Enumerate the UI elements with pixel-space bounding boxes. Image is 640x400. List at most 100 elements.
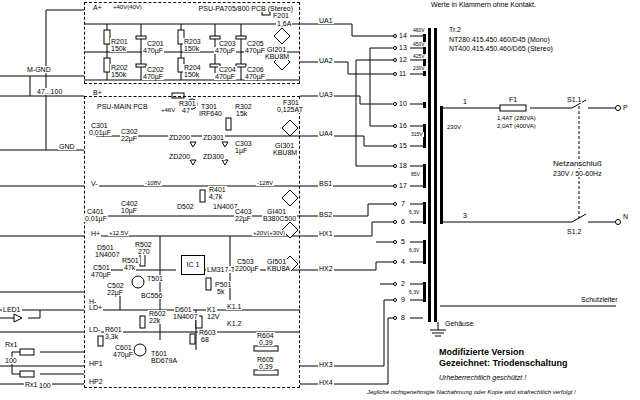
part-label: 100 bbox=[4, 357, 18, 364]
part-label: 470µF bbox=[244, 73, 266, 80]
terminal-dot bbox=[394, 299, 397, 302]
terminal-dot bbox=[394, 125, 397, 128]
part-label: F201 bbox=[272, 12, 290, 19]
part-label: 150k bbox=[183, 45, 200, 52]
part-label: A+ bbox=[92, 4, 103, 11]
component-symbol bbox=[20, 349, 34, 355]
part-label: 315V bbox=[410, 132, 424, 137]
wire bbox=[84, 24, 300, 80]
part-label: 9 bbox=[400, 296, 406, 303]
part-label: 17 bbox=[398, 182, 408, 189]
part-label: 150k bbox=[110, 45, 127, 52]
terminal-dot bbox=[394, 47, 397, 50]
component-symbol bbox=[98, 336, 103, 346]
part-label: Netzanschluß bbox=[552, 160, 603, 168]
part-label: HX3 bbox=[318, 361, 334, 368]
part-label: K1.2 bbox=[226, 320, 242, 327]
part-label: GND bbox=[58, 143, 76, 150]
part-label: ZD200 bbox=[168, 153, 191, 160]
part-label: 230V bbox=[446, 124, 462, 130]
part-label: 2 bbox=[400, 280, 406, 287]
transformer-core bbox=[428, 28, 431, 322]
part-label: IRF640 bbox=[198, 110, 223, 117]
part-label: 0,125AT bbox=[276, 106, 304, 113]
pcb-title: PSU-PA705/800 PCB (Stereo) bbox=[197, 5, 295, 12]
part-label: S1.2 bbox=[566, 228, 582, 235]
part-label: P501 bbox=[214, 281, 232, 288]
part-label: R202 bbox=[110, 64, 129, 71]
part-label: 6,3V bbox=[408, 210, 420, 215]
transformer-core bbox=[440, 106, 443, 224]
part-label: Schutzleiter bbox=[580, 296, 619, 303]
component-symbol bbox=[616, 106, 621, 111]
part-label: R605 bbox=[256, 356, 275, 363]
part-label: HX1 bbox=[318, 230, 334, 237]
part-label: 270 bbox=[137, 248, 151, 255]
part-label: R301 bbox=[178, 100, 197, 107]
part-label: 68 bbox=[200, 336, 210, 343]
ic-box: IC 1 bbox=[181, 255, 205, 275]
part-label: HP1 bbox=[88, 360, 104, 367]
part-label: 470µF bbox=[214, 47, 236, 54]
part-label: 4 bbox=[400, 258, 406, 265]
part-label: 3 bbox=[462, 212, 468, 219]
terminal-dot bbox=[394, 317, 397, 320]
component-symbol bbox=[134, 344, 146, 356]
part-label: 470µF bbox=[112, 351, 134, 358]
component-symbol bbox=[14, 11, 621, 377]
part-label: C301 bbox=[90, 122, 109, 129]
part-label: -108V bbox=[144, 180, 162, 186]
transformer-core bbox=[423, 282, 426, 302]
part-label: UA4 bbox=[318, 130, 334, 137]
terminal-dot bbox=[394, 145, 397, 148]
part-label: 14 bbox=[398, 32, 408, 39]
part-label: 470µF bbox=[90, 271, 112, 278]
part-label: GI401 bbox=[266, 208, 287, 215]
part-label: Gehäuse bbox=[444, 320, 474, 327]
part-label: ZD200 bbox=[168, 134, 191, 141]
part-label: 1,6A bbox=[276, 20, 292, 27]
part-label: 13 bbox=[398, 44, 408, 51]
wire bbox=[300, 24, 394, 384]
part-label: 460V bbox=[412, 28, 426, 33]
terminal-dot bbox=[394, 103, 397, 106]
part-label: C401 bbox=[86, 208, 105, 215]
component-symbol bbox=[140, 254, 145, 266]
part-label: 22µF bbox=[234, 215, 252, 222]
wire bbox=[120, 236, 230, 350]
part-label: K1.1 bbox=[226, 303, 242, 310]
part-label: 1N4007 bbox=[172, 313, 199, 320]
part-label: T501 bbox=[146, 275, 164, 282]
transformer-core bbox=[423, 164, 426, 188]
part-label: C303 bbox=[234, 140, 253, 147]
part-label: H+ bbox=[90, 230, 101, 237]
part-label: 12V bbox=[206, 313, 220, 320]
part-label: Rx1 bbox=[4, 341, 18, 348]
part-label: HX2 bbox=[318, 265, 334, 272]
part-label: ZD300 bbox=[202, 153, 225, 160]
part-label: 15k bbox=[235, 110, 248, 117]
part-label: 0,39 bbox=[258, 363, 274, 370]
wire bbox=[0, 10, 84, 384]
part-label: 11 bbox=[398, 70, 407, 77]
part-label: GI501 bbox=[266, 258, 287, 265]
pcb-title: PSU-MAIN PCB bbox=[95, 103, 150, 110]
part-label: 85V bbox=[410, 172, 421, 177]
part-label: C302 bbox=[120, 128, 139, 135]
terminal-dot bbox=[394, 73, 397, 76]
component-symbol bbox=[254, 346, 278, 351]
part-label: NT400.415.450.460/D65 (Stereo) bbox=[448, 45, 554, 52]
wire bbox=[356, 48, 394, 284]
part-label: 6 bbox=[400, 218, 406, 225]
part-label: 3,3k bbox=[104, 333, 119, 340]
terminal-dot bbox=[394, 165, 397, 168]
part-label: 1N4007 bbox=[94, 251, 121, 258]
transformer-core bbox=[423, 202, 426, 224]
part-label: 470µF bbox=[244, 47, 266, 54]
part-label: Tr.2 bbox=[448, 26, 462, 33]
part-label: R602 bbox=[148, 310, 167, 317]
component-symbol bbox=[210, 36, 220, 39]
part-label: 18 bbox=[398, 162, 408, 169]
part-label: B380C500 bbox=[262, 215, 297, 222]
part-label: +20V(+30V) bbox=[252, 230, 286, 236]
